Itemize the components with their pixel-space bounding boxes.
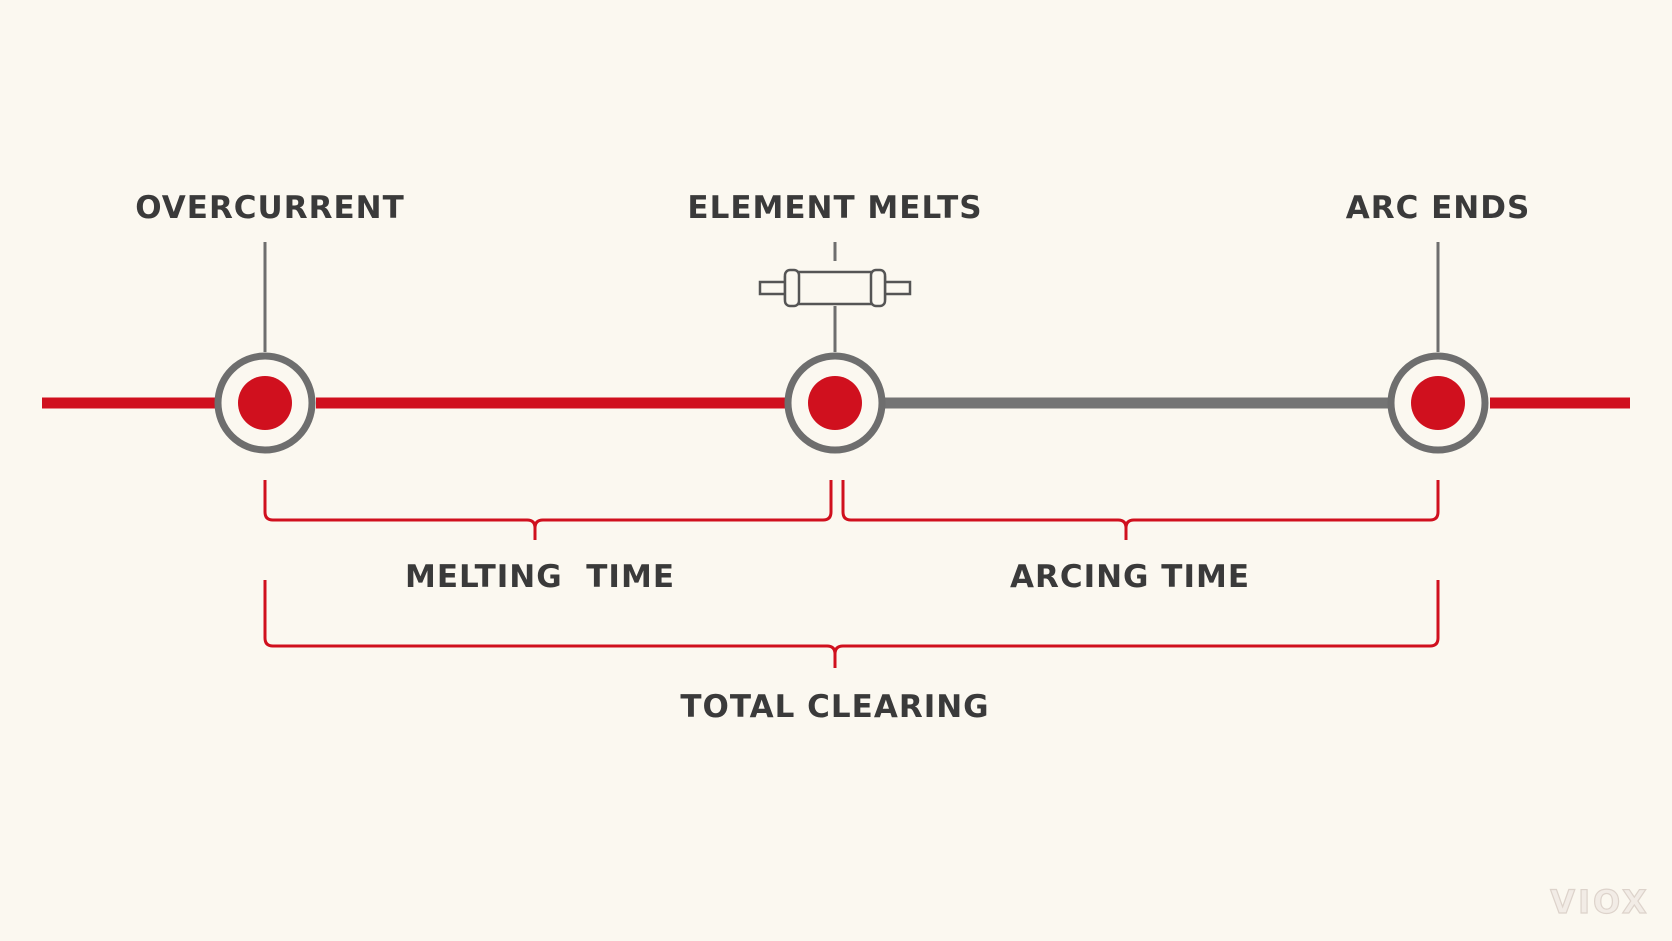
arcing-time-brace <box>841 480 1440 540</box>
label-arcing-time: ARCING TIME <box>1010 559 1250 595</box>
viox-watermark: VIOX <box>1550 883 1649 921</box>
marker-overcurrent <box>214 352 316 454</box>
melting-time-brace <box>263 480 833 540</box>
label-total-clearing: TOTAL CLEARING <box>680 689 989 725</box>
label-element-melts: ELEMENT MELTS <box>687 190 982 226</box>
marker-arc-ends <box>1387 352 1489 454</box>
label-overcurrent: OVERCURRENT <box>135 190 405 226</box>
fuse-icon <box>758 268 912 308</box>
marker-element-melts <box>784 352 886 454</box>
label-arc-ends: ARC ENDS <box>1346 190 1531 226</box>
total-clearing-brace <box>263 580 1440 668</box>
label-melting-time: MELTING TIME <box>405 559 675 595</box>
